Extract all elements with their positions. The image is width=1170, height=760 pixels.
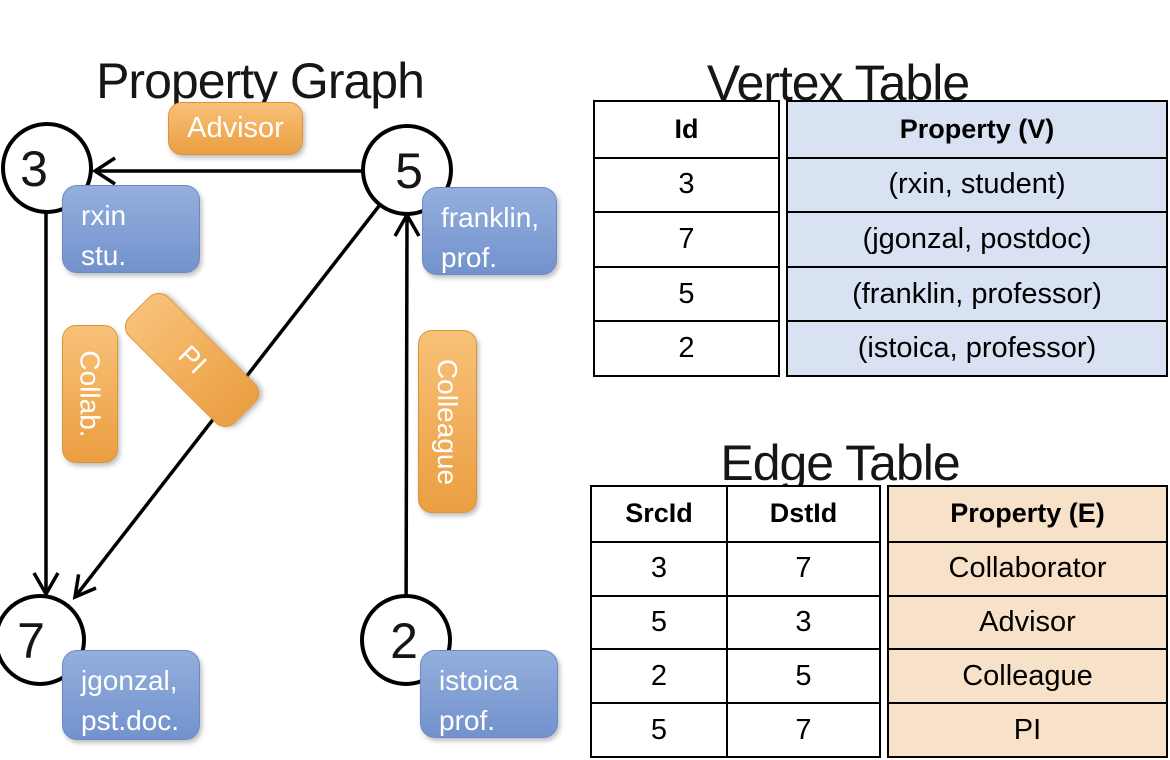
vertex-card-rxin-line1: rxin — [81, 200, 127, 231]
pi-arrowhead-icon — [72, 574, 97, 600]
edge-property-cell: Advisor — [889, 594, 1166, 649]
colleague-edge-line — [404, 217, 409, 641]
edge-table-property-column: Property (E) Collaborator Advisor Collea… — [887, 485, 1168, 758]
property-graph-title: Property Graph — [96, 52, 425, 109]
vertex-property-cell: (rxin, student) — [788, 156, 1166, 212]
edge-label-collab: Collab. — [62, 325, 118, 463]
collaborator-arrowhead-icon — [32, 572, 60, 598]
edge-dstid-cell: 3 — [726, 594, 879, 649]
vertex-property-cell: (jgonzal, postdoc) — [788, 211, 1166, 266]
vertex-id-cell: 5 — [595, 265, 778, 321]
edge-srcid-cell: 5 — [592, 594, 726, 649]
vertex-card-jgonzal-line2: pst.doc. — [81, 705, 180, 736]
edge-label-colleague-text: Colleague — [432, 358, 464, 485]
vertex-table-property-column: Property (V) (rxin, student) (jgonzal, p… — [786, 100, 1168, 377]
vertex-id-cell: 3 — [595, 156, 778, 212]
edge-property-header: Property (E) — [950, 498, 1105, 529]
vertex-card-istoica-line2: prof. — [439, 705, 496, 736]
vertex-property-cell: (franklin, professor) — [788, 265, 1166, 321]
edge-label-colleague: Colleague — [418, 330, 477, 513]
vertex-card-istoica: istoica prof. — [420, 650, 558, 738]
node-2-label: 2 — [390, 613, 418, 669]
edge-table-id-columns: SrcId DstId 3 7 5 3 2 5 5 7 — [590, 485, 881, 758]
vertex-card-jgonzal-line1: jgonzal, — [81, 665, 178, 696]
edge-dstid-cell: 5 — [726, 648, 879, 703]
edge-srcid-cell: 5 — [592, 702, 726, 756]
edge-label-pi-text: PI — [172, 339, 213, 380]
edge-table-title: Edge Table — [720, 434, 960, 491]
edge-srcid-header: SrcId — [625, 498, 693, 529]
edge-property-cell: PI — [889, 702, 1166, 756]
vertex-card-istoica-line1: istoica — [439, 665, 519, 696]
vertex-card-rxin-line2: stu. — [81, 240, 127, 271]
node-5-label: 5 — [395, 143, 423, 199]
edge-property-cell: Colleague — [889, 648, 1166, 702]
vertex-property-cell: (istoica, professor) — [788, 320, 1166, 375]
vertex-id-cell: 2 — [595, 320, 778, 375]
edge-label-advisor: Advisor — [168, 102, 303, 155]
vertex-table-id-column: Id 3 7 5 2 — [593, 100, 780, 377]
vertex-property-header: Property (V) — [899, 113, 1055, 144]
vertex-card-franklin: franklin, prof. — [422, 187, 557, 275]
edge-srcid-cell: 2 — [592, 648, 726, 702]
vertex-card-rxin: rxin stu. — [62, 185, 200, 273]
node-3-label: 3 — [20, 141, 48, 197]
node-7-label: 7 — [17, 613, 45, 669]
edge-label-collab-text: Collab. — [75, 350, 107, 438]
vertex-card-franklin-line2: prof. — [441, 242, 498, 273]
vertex-card-jgonzal: jgonzal, pst.doc. — [62, 650, 200, 740]
vertex-id-header: Id — [674, 113, 699, 144]
vertex-id-cell: 7 — [595, 211, 778, 266]
edge-dstid-cell: 7 — [726, 540, 879, 595]
edge-dstid-cell: 7 — [726, 702, 879, 756]
colleague-arrowhead-icon — [393, 211, 421, 237]
edge-srcid-cell: 3 — [592, 540, 726, 595]
edge-dstid-header: DstId — [726, 487, 879, 541]
advisor-arrowhead-icon — [91, 156, 116, 186]
edge-label-advisor-text: Advisor — [187, 112, 284, 144]
edge-property-cell: Collaborator — [889, 540, 1166, 595]
vertex-card-franklin-line1: franklin, — [441, 202, 540, 233]
